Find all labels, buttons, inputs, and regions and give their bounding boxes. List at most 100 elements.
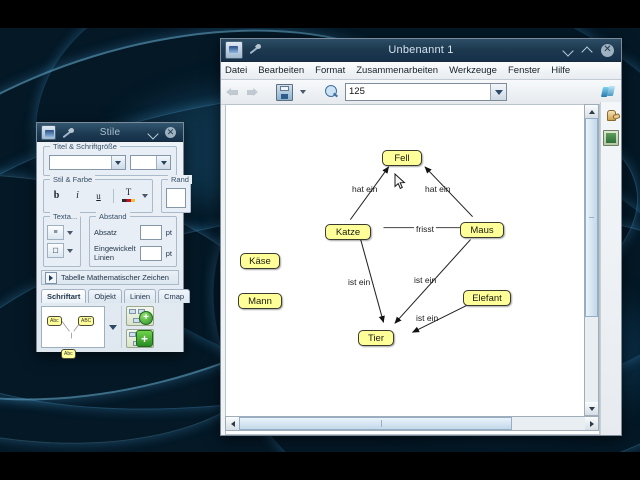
cmap-link-label-frisst[interactable]: frisst [414, 224, 436, 234]
tab-cmap[interactable]: Cmap [158, 289, 191, 303]
add-style-big-icon[interactable]: + [126, 328, 154, 348]
cmap-link-label-ist-ein-2[interactable]: ist ein [414, 275, 437, 285]
hand-tool-icon[interactable] [604, 108, 619, 123]
back-arrow-icon[interactable] [226, 86, 239, 99]
collaborate-icon[interactable] [600, 84, 616, 100]
bold-button[interactable]: b [53, 190, 60, 201]
chevron-down-icon[interactable] [142, 193, 148, 198]
arrow-down-icon[interactable] [585, 402, 598, 415]
cmap-node-kaese[interactable]: Käse [240, 253, 280, 269]
cmap-link-label-hat-ein-2[interactable]: hat ein [425, 184, 451, 194]
add-style-icon[interactable]: + [126, 306, 154, 326]
border-color-swatch[interactable] [166, 188, 186, 208]
chevron-down-icon[interactable] [110, 156, 125, 169]
text-margin-icon[interactable]: ☐ [47, 243, 64, 258]
minimize-icon[interactable] [148, 127, 158, 137]
zoom-icon[interactable] [324, 84, 339, 100]
font-size-value[interactable] [131, 156, 156, 169]
chevron-down-icon[interactable] [300, 90, 306, 94]
font-group-title: Titel & Schriftgröße [50, 142, 120, 151]
pin-icon[interactable] [248, 43, 262, 57]
vertical-scroll-thumb[interactable] [585, 118, 598, 317]
cmap-node-maus[interactable]: Maus [460, 222, 504, 238]
italic-button[interactable]: i [76, 190, 79, 201]
chevron-down-icon[interactable] [156, 156, 170, 169]
spacing-label-absatz: Absatz [94, 228, 117, 237]
style-preview-row: Abc ABC Abc + [41, 306, 179, 359]
text-color-icon[interactable]: T [120, 188, 137, 203]
chevron-down-icon[interactable] [109, 324, 117, 330]
tab-schriftart[interactable]: Schriftart [41, 289, 87, 303]
scroll-grip [589, 217, 594, 219]
arrow-cursor [394, 173, 406, 190]
main-window-titlebar[interactable]: Unbenannt 1 ✕ [221, 39, 621, 62]
vertical-scroll-track[interactable] [585, 118, 598, 402]
tab-linien[interactable]: Linien [124, 289, 157, 303]
menu-item-datei[interactable]: Datei [225, 65, 248, 76]
menu-item-bearbeiten[interactable]: Bearbeiten [258, 65, 305, 76]
horizontal-scroll-thumb[interactable] [239, 417, 513, 430]
margin-row: ☐ [47, 243, 77, 258]
forward-arrow-icon[interactable] [245, 86, 258, 99]
spacing-group-title: Abstand [96, 212, 130, 221]
chevron-down-icon[interactable] [490, 84, 506, 100]
expand-arrow-icon[interactable] [45, 271, 57, 284]
spacing-group: Abstand Absatz pt Eingewickelt Linien pt [89, 212, 177, 267]
tab-objekt[interactable]: Objekt [88, 289, 123, 303]
cmap-link-label-ist-ein-1[interactable]: ist ein [348, 277, 371, 287]
style-preview[interactable]: Abc ABC Abc [41, 306, 105, 359]
style-color-title: Stil & Farbe [50, 175, 96, 184]
add-style-icons: + + [126, 306, 154, 348]
text-align-icon[interactable]: ≡ [47, 225, 64, 240]
font-family-combobox[interactable] [49, 155, 126, 170]
arrow-up-icon[interactable] [585, 105, 598, 118]
link-maus-fell [424, 166, 473, 217]
close-icon[interactable]: ✕ [601, 43, 614, 57]
zoom-value[interactable]: 125 [349, 86, 365, 97]
cmap-node-mann[interactable]: Mann [238, 293, 282, 309]
plus-badge: + [136, 330, 153, 347]
horizontal-scroll-track[interactable] [239, 417, 585, 430]
menu-item-werkzeuge[interactable]: Werkzeuge [449, 65, 497, 76]
cmap-node-katze[interactable]: Katze [325, 224, 371, 240]
menu-item-hilfe[interactable]: Hilfe [551, 65, 571, 76]
chevron-down-icon[interactable] [67, 248, 73, 253]
border-group: Rand [161, 175, 192, 213]
zoom-combobox[interactable]: 125 [345, 83, 507, 101]
font-family-value[interactable] [50, 156, 111, 169]
menu-item-fenster[interactable]: Fenster [507, 65, 541, 76]
cmap-link-label-ist-ein-3[interactable]: ist ein [416, 313, 439, 323]
spacing-input-wrapped[interactable] [139, 245, 162, 261]
cmap-link-label-hat-ein-1[interactable]: hat ein [352, 184, 378, 194]
chevron-down-icon[interactable] [67, 230, 73, 235]
horizontal-scrollbar[interactable] [225, 416, 599, 431]
font-size-combobox[interactable] [129, 155, 171, 170]
link-katze-tier [360, 239, 385, 323]
menu-item-zusammenarbeiten[interactable]: Zusammenarbeiten [356, 65, 439, 76]
math-symbols-label: Tabelle Mathematischer Zeichen [61, 273, 169, 282]
stile-titlebar[interactable]: Stile ✕ [37, 123, 183, 142]
vertical-scrollbar[interactable] [584, 104, 599, 416]
minimize-icon[interactable] [563, 44, 575, 56]
arrow-right-icon[interactable] [585, 417, 598, 430]
pin-icon[interactable] [61, 127, 72, 138]
underline-button[interactable]: u [96, 190, 101, 201]
align-row: ≡ [47, 225, 77, 240]
spacing-label-wrapped: Eingewickelt Linien [94, 244, 136, 262]
spacing-unit-wrapped: pt [165, 248, 172, 258]
cmap-canvas[interactable]: Fell Katze Maus Käse Mann Tier Elefant h… [225, 104, 600, 435]
resource-note-icon[interactable] [603, 130, 619, 146]
maximize-icon[interactable] [582, 44, 594, 56]
math-symbols-expander[interactable]: Tabelle Mathematischer Zeichen [41, 270, 179, 285]
cmap-node-fell[interactable]: Fell [382, 150, 422, 166]
cmap-node-elefant[interactable]: Elefant [463, 290, 511, 306]
arrow-left-icon[interactable] [226, 417, 239, 430]
save-icon[interactable] [276, 83, 293, 101]
cmaptools-main-window: Unbenannt 1 ✕ Datei Bearbeiten Format Zu… [220, 38, 622, 436]
cmap-node-tier[interactable]: Tier [358, 330, 394, 346]
close-icon[interactable]: ✕ [165, 126, 176, 138]
menu-item-format[interactable]: Format [315, 65, 346, 76]
spacing-input-absatz[interactable] [139, 225, 162, 240]
plus-badge: + [139, 310, 153, 325]
